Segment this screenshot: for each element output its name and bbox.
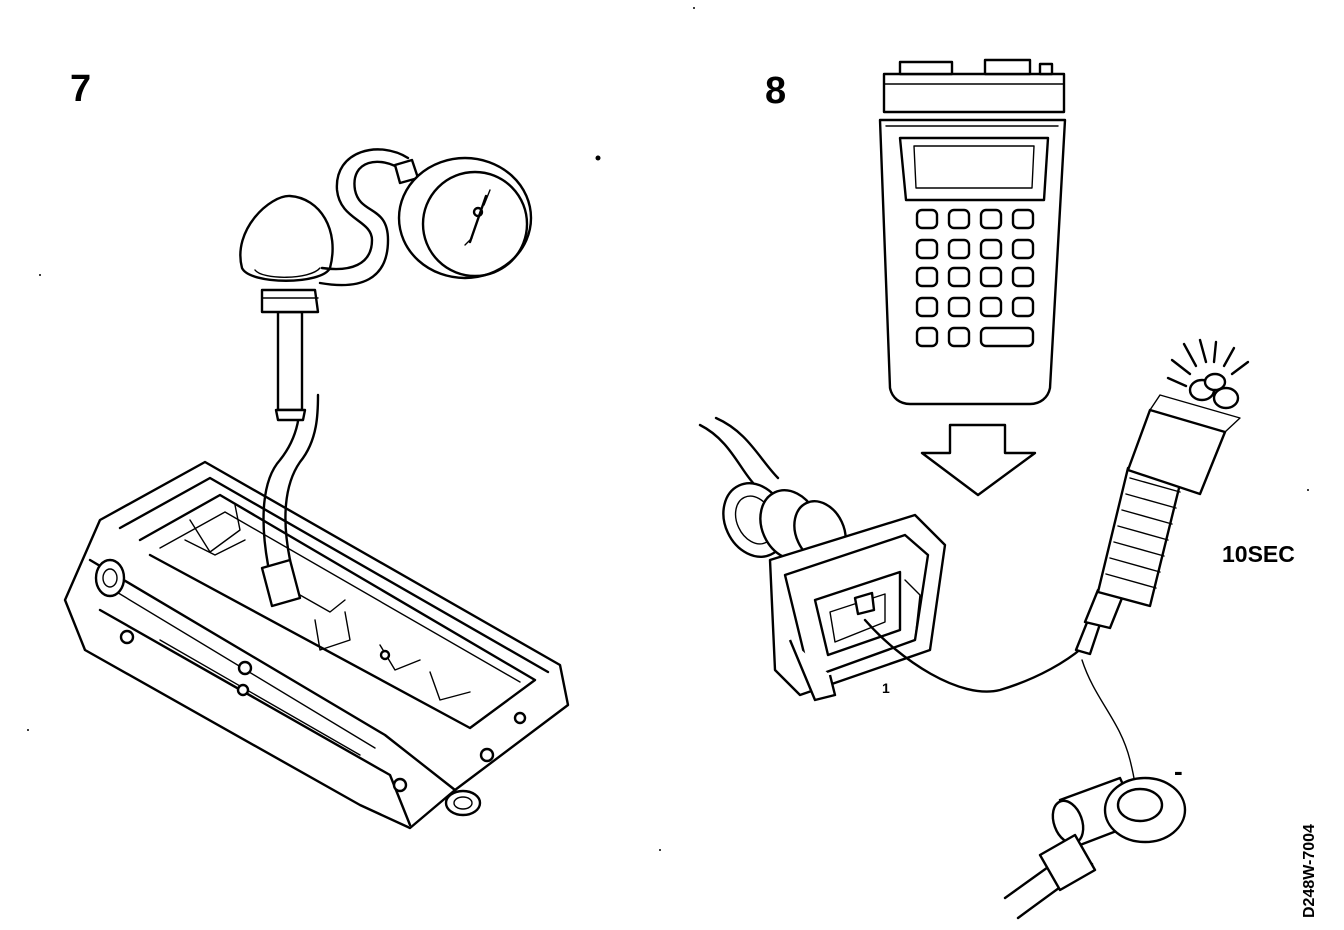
gauge-hose bbox=[318, 148, 410, 287]
hose bbox=[262, 310, 320, 567]
figure-code: D248W-7004 bbox=[1301, 824, 1318, 918]
ground-symbol: - bbox=[1174, 756, 1183, 786]
harness-connector bbox=[698, 416, 947, 702]
down-arrow-icon bbox=[920, 423, 1037, 497]
valve-cover bbox=[63, 460, 570, 830]
print-specks bbox=[27, 7, 1309, 851]
diagnostic-tester bbox=[878, 58, 1067, 406]
step-number-8: 8 bbox=[765, 70, 787, 112]
tester-keypad bbox=[915, 208, 1035, 348]
lamp-glow-icon bbox=[1166, 338, 1250, 388]
ring-terminal bbox=[1003, 776, 1187, 920]
suction-bulb bbox=[239, 194, 334, 314]
duration-label: 10SEC bbox=[1222, 541, 1295, 567]
connector-pin-label: 1 bbox=[882, 680, 890, 696]
test-lamp bbox=[1074, 338, 1250, 656]
vacuum-gauge bbox=[393, 156, 533, 280]
step-number-7: 7 bbox=[70, 68, 92, 110]
